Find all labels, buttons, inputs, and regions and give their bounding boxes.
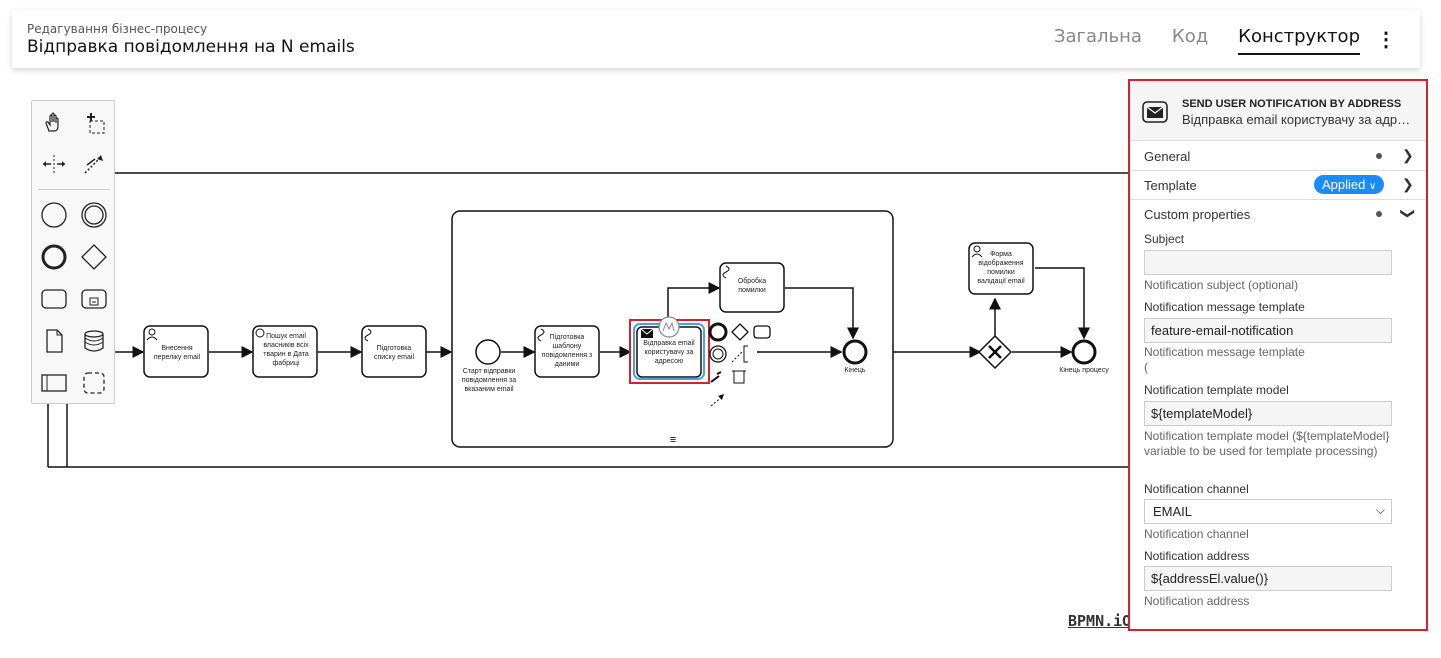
end-event-main[interactable] [1071,339,1097,365]
template-model-input[interactable] [1144,401,1392,426]
chevron-right-icon: ❯ [1402,176,1414,192]
task-label: Форма відображення помилки валідації ema… [977,251,1025,285]
subprocess-icon[interactable] [76,281,112,317]
group-icon[interactable] [76,365,112,401]
chevron-down-icon: ∨ [1369,181,1377,192]
palette-separator [38,189,110,190]
address-label: Notification address [1144,549,1250,563]
task-send-email-selected[interactable] [629,316,710,384]
channel-selected-value: EMAIL [1153,504,1193,519]
data-store-icon[interactable] [76,323,112,359]
participant-icon[interactable] [36,365,72,401]
task-search-owners[interactable] [252,325,318,378]
app-header: Редагування бізнес-процесу Відправка пов… [12,10,1420,68]
message-template-description-extra: ( [1144,360,1148,374]
tab-code[interactable]: Код [1171,26,1209,47]
subject-label: Subject [1144,232,1185,246]
task-label: Обробка помилки [737,278,767,294]
task-prepare-list[interactable] [361,325,427,378]
diagram-svg: ≡ [47,172,1130,468]
task-label: Підготовка шаблону повідомлення з даними [541,334,593,368]
data-object-icon[interactable] [36,323,72,359]
task-enter-emails[interactable] [143,325,209,378]
panel-header: SEND USER NOTIFICATION BY ADDRESS Відпра… [1130,81,1426,141]
task-error-form[interactable] [968,242,1034,295]
panel-element-type: SEND USER NOTIFICATION BY ADDRESS [1182,98,1402,110]
chevron-right-icon: ❯ [1402,147,1414,163]
channel-description: Notification channel [1144,527,1249,541]
hand-tool-icon[interactable] [36,105,72,141]
tab-constructor[interactable]: Конструктор [1238,26,1360,55]
has-values-dot [1376,153,1382,159]
panel-element-name: Відправка email користувачу за адр… [1182,112,1411,127]
subject-description: Notification subject (optional) [1144,278,1299,292]
subject-input[interactable] [1144,250,1392,275]
address-input[interactable] [1144,566,1392,591]
group-label: Template [1144,178,1197,193]
subprocess-marker: ≡ [670,434,676,446]
tab-general[interactable]: Загальна [1053,26,1142,47]
intermediate-event-icon[interactable] [76,197,112,233]
tab-bar: Загальна Код Конструктор [1054,26,1360,55]
task-prepare-template[interactable] [534,325,600,378]
lasso-tool-icon[interactable] [76,105,112,141]
start-event-icon[interactable] [36,197,72,233]
context-pad[interactable] [708,322,771,407]
has-values-dot [1376,211,1382,217]
task-label: Підготовка списку email [373,345,414,361]
page-subtitle: Редагування бізнес-процесу [27,22,208,36]
subprocess[interactable]: ≡ [451,210,894,448]
start-event-sub[interactable] [475,339,501,365]
global-connect-icon[interactable] [76,146,112,182]
more-vertical-icon[interactable]: ⋮ [1376,29,1396,51]
chevron-down-icon: ❯ [1400,207,1417,220]
task-label: Внесення переліку email [153,345,201,361]
envelope-icon [1140,99,1172,127]
tool-palette [31,100,115,404]
template-applied-badge[interactable]: Applied ∨ [1314,175,1385,194]
template-model-label: Notification template model [1144,383,1289,397]
channel-select[interactable]: EMAIL ⌵ [1144,499,1392,524]
task-error-handling[interactable] [719,262,785,313]
group-label: General [1144,149,1191,164]
event-label: Кінець [844,367,866,374]
group-label: Custom properties [1144,207,1251,222]
group-custom-properties[interactable]: Custom properties ❯ [1130,200,1426,229]
message-template-description: Notification message template [1144,345,1305,359]
task-label: Пошук email власників всіх тварин в Дата… [263,333,309,367]
properties-panel: SEND USER NOTIFICATION BY ADDRESS Відпра… [1128,79,1428,631]
channel-label: Notification channel [1144,482,1249,496]
exclusive-gateway[interactable] [977,334,1013,370]
end-event-icon[interactable] [36,239,72,275]
message-template-label: Notification message template [1144,300,1305,314]
pool[interactable] [47,172,1130,468]
bpmn-canvas[interactable]: ≡ [0,70,1130,658]
chevron-down-icon: ⌵ [1375,503,1385,517]
gateway-icon[interactable] [76,239,112,275]
event-label: Кінець процесу [1059,367,1109,374]
task-icon[interactable] [36,281,72,317]
bpmn-io-logo[interactable]: BPMN.iO [1068,612,1132,630]
page-title: Відправка повідомлення на N emails [27,37,355,57]
task-label: Відправка email користувачу за адресою [643,340,695,365]
group-template[interactable]: Template Applied ∨ ❯ [1130,171,1426,200]
end-event-sub[interactable] [842,339,868,365]
template-model-description: Notification template model (${templateM… [1144,429,1390,458]
group-general[interactable]: General ❯ [1130,142,1426,171]
message-template-input[interactable] [1144,318,1392,343]
space-tool-icon[interactable] [36,146,72,182]
event-label: Старт відправки повідомлення за вказаним… [461,368,517,393]
address-description: Notification address [1144,594,1250,608]
